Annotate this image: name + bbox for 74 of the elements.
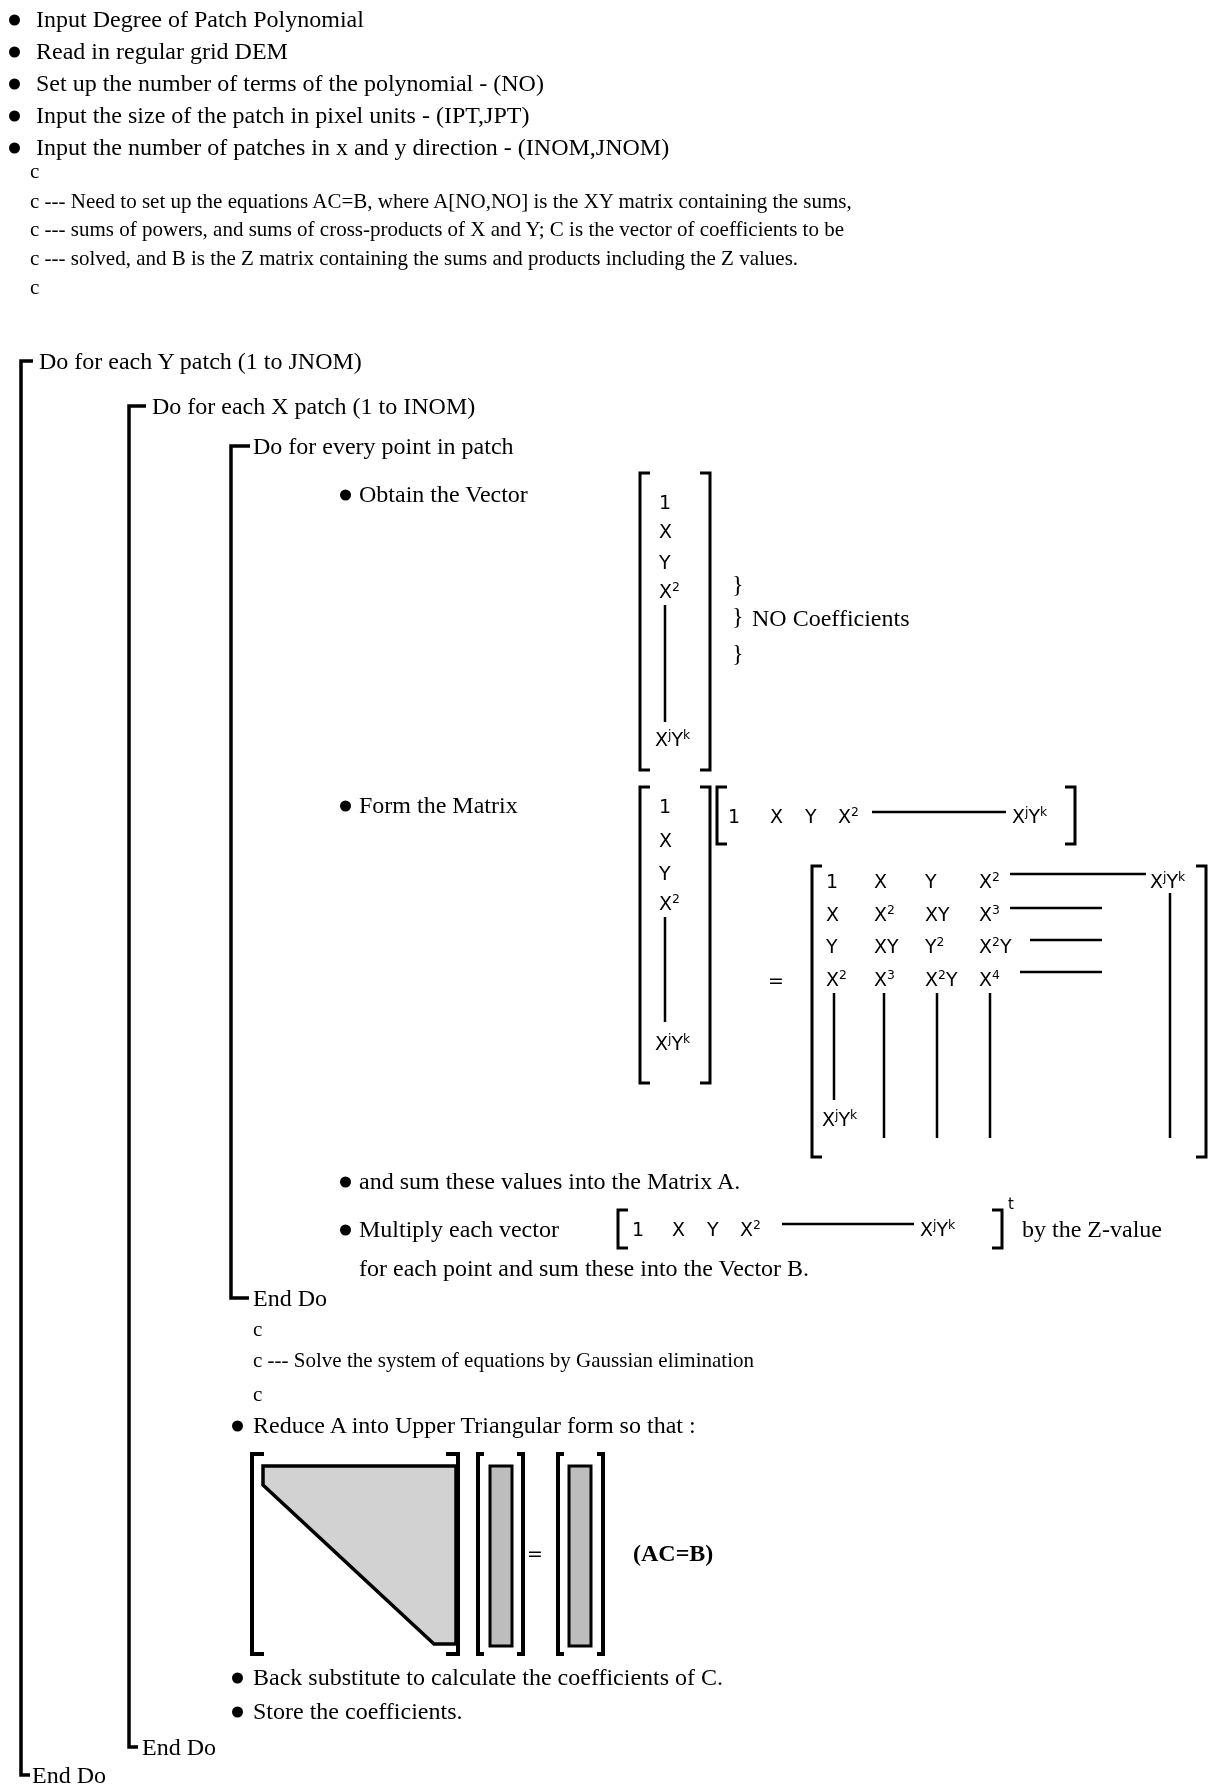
instruction-text: for each point and sum these into the Vector B. (359, 1254, 810, 1282)
instruction-text: by the Z-value (1022, 1215, 1162, 1243)
loop-header: Do for every point in patch (253, 432, 514, 460)
matrix-entry: Y (659, 551, 671, 573)
matrix-entry: X$^{3}$ (979, 902, 1000, 926)
transpose-mark: t (1008, 1195, 1014, 1213)
instruction-text: Obtain the Vector (359, 480, 528, 508)
comment-line: c --- Solve the system of equations by Gaussian elimination (253, 1347, 754, 1373)
instruction-text: Back substitute to calculate the coefficients of C. (253, 1663, 724, 1691)
equals-sign: = (527, 1542, 543, 1564)
instruction-text: Input the number of patches in x and y direction - (INOM,JNOM) (36, 133, 670, 161)
matrix-entry: X$^{3}$ (874, 967, 895, 991)
matrix-entry: X (826, 903, 840, 925)
matrix-entry: X (659, 520, 673, 542)
matrix-entry: X$^{j}$Y$^{k}$ (1012, 804, 1048, 828)
loop-end: End Do (32, 1761, 106, 1787)
matrix-entry: X$^{j}$Y$^{k}$ (655, 727, 691, 751)
loop-end: End Do (253, 1284, 327, 1312)
matrix-entry: 1 (659, 491, 672, 513)
comment-line: c (253, 1381, 263, 1407)
instruction-text: Multiply each vector (359, 1215, 559, 1243)
comment-line: c --- sums of powers, and sums of cross-products of X and Y; C is the vector of coefficients to be (30, 216, 844, 242)
loop-header: Do for each Y patch (1 to JNOM) (39, 347, 362, 375)
comment-line: c (253, 1316, 263, 1342)
matrix-entry: X$^{j}$Y$^{k}$ (822, 1107, 858, 1131)
matrix-entry: Y (925, 870, 937, 892)
matrix-entry: X (672, 1218, 686, 1240)
matrix-entry: X$^{2}$ (874, 902, 895, 926)
matrix-entry: 1 (826, 870, 839, 892)
matrix-entry: Y$^{2}$ (925, 934, 945, 958)
matrix-entry: X$^{j}$Y$^{k}$ (920, 1217, 956, 1241)
matrix-entry: X$^{4}$ (979, 967, 1000, 991)
matrix-entry: XY (874, 935, 899, 957)
matrix-entry: X$^{2}$ (659, 579, 680, 603)
loop-header: Do for each X patch (1 to INOM) (152, 392, 476, 420)
matrix-entry: X$^{2}$ (826, 967, 847, 991)
matrix-entry: X (874, 870, 888, 892)
brace: } (732, 570, 744, 598)
matrix-entry: X$^{2}$ (740, 1217, 761, 1241)
matrix-entry: XY (925, 903, 950, 925)
matrix-entry: X$^{2}$ (979, 869, 1000, 893)
matrix-entry: X$^{j}$Y$^{k}$ (1150, 869, 1186, 893)
comment-line: c (30, 158, 40, 184)
matrix-entry: Y (826, 935, 838, 957)
matrix-entry: X (770, 805, 784, 827)
instruction-text: and sum these values into the Matrix A. (359, 1167, 741, 1195)
loop-end: End Do (142, 1733, 216, 1761)
matrix-entry: X$^{2}$Y (925, 967, 958, 991)
instruction-text: Input the size of the patch in pixel units - (IPT,JPT) (36, 101, 530, 129)
brace: } (732, 602, 744, 630)
matrix-entry: X (659, 829, 673, 851)
instruction-text: Form the Matrix (359, 791, 518, 819)
matrix-entry: Y (707, 1218, 719, 1240)
matrix-entry: 1 (659, 795, 672, 817)
instruction-text: Set up the number of terms of the polynomial - (NO) (36, 69, 544, 97)
matrix-entry: Y (659, 862, 671, 884)
instruction-text: Reduce A into Upper Triangular form so that : (253, 1411, 696, 1439)
comment-line: c --- Need to set up the equations AC=B, where A[NO,NO] is the XY matrix containing the sums, (30, 188, 852, 214)
instruction-text: Read in regular grid DEM (36, 37, 288, 65)
matrix-entry: 1 (632, 1218, 645, 1240)
instruction-text: Input Degree of Patch Polynomial (36, 5, 364, 33)
equals-sign: = (768, 969, 784, 991)
matrix-entry: X$^{2}$Y (979, 934, 1012, 958)
matrix-entry: X$^{j}$Y$^{k}$ (655, 1031, 691, 1055)
annotation-text: NO Coefficients (752, 604, 910, 632)
comment-line: c (30, 274, 40, 300)
matrix-entry: 1 (728, 805, 741, 827)
matrix-entry: X$^{2}$ (659, 891, 680, 915)
equation-label: (AC=B) (633, 1539, 714, 1567)
instruction-text: Store the coefficients. (253, 1697, 463, 1725)
matrix-entry: X$^{2}$ (838, 804, 859, 828)
brace: } (732, 639, 744, 667)
comment-line: c --- solved, and B is the Z matrix containing the sums and products including the Z values. (30, 245, 799, 271)
matrix-entry: Y (805, 805, 817, 827)
